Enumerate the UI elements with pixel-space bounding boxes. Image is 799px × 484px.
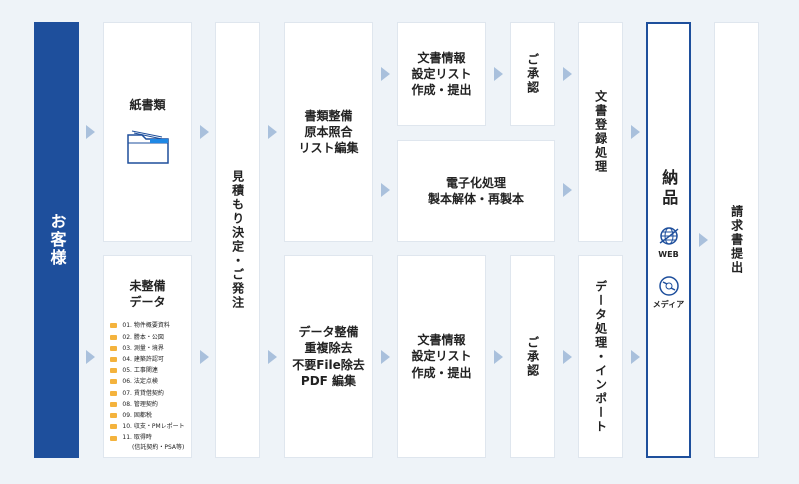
folder-icon [110, 379, 118, 385]
folder-item: 10. 収支・PMレポート [110, 421, 185, 432]
arrow-icon [86, 350, 95, 364]
folder-item: 07. 賃貸借契約 [110, 388, 184, 399]
folder-label: 05. 工事関連 [122, 367, 158, 375]
digitize-label: 電子化処理 製本解体・再製本 [427, 175, 524, 206]
folder-item: 08. 管理契約 [110, 399, 184, 410]
arrow-icon [631, 350, 640, 364]
estimate-box: 見積もり決定・ご発注 [215, 22, 260, 458]
doc-list-bottom-box: 文書情報 設定リスト 作成・提出 [397, 255, 486, 458]
register-label: 文書登録処理 [593, 90, 608, 174]
folder-icon [110, 390, 118, 396]
approval-bottom-box: ご承認 [510, 255, 555, 458]
folder-item: 01. 物件概要資料 [110, 320, 184, 331]
digitize-box: 電子化処理 製本解体・再製本 [397, 140, 555, 242]
web-label: WEB [658, 250, 679, 260]
data-clean-box: データ整備 重複除去 不要File除去 PDF 編集 [284, 255, 373, 458]
folder-icon [110, 401, 118, 407]
globe-icon [659, 227, 678, 245]
folder-icon [110, 413, 118, 419]
register-box: 文書登録処理 [578, 22, 623, 242]
media-label: メディア [652, 300, 685, 309]
doc-list-top-box: 文書情報 設定リスト 作成・提出 [397, 22, 486, 126]
folder-label: 08. 管理契約 [122, 400, 158, 408]
arrow-icon [563, 67, 572, 81]
arrow-icon [200, 350, 209, 364]
approval-bottom-label: ご承認 [525, 335, 540, 378]
invoice-label: 請求書提出 [729, 205, 744, 275]
import-label: データ処理・インポート [593, 279, 608, 434]
arrow-icon [494, 350, 503, 364]
folder-label: 01. 物件概要資料 [122, 322, 170, 330]
folder-item: 06. 法定点検 [110, 376, 184, 387]
folder-label: 04. 建築許認可 [122, 355, 164, 363]
arrow-icon [631, 125, 640, 139]
invoice-box: 請求書提出 [714, 22, 759, 458]
folder-item: 03. 測量・境界 [110, 343, 184, 354]
folder-item: 02. 謄本・公図 [110, 332, 184, 343]
folder-item: 09. 固都税 [110, 410, 184, 421]
arrow-icon [381, 183, 390, 197]
folder-label: 07. 賃貸借契約 [122, 389, 164, 397]
folder-label: 10. 収支・PMレポート [122, 423, 185, 431]
arrow-icon [699, 233, 708, 247]
arrow-icon [563, 183, 572, 197]
disc-icon [658, 276, 679, 296]
folder-icon [110, 424, 118, 430]
approval-top-label: ご承認 [525, 53, 540, 95]
arrow-icon [86, 125, 95, 139]
folder-label: 03. 測量・境界 [122, 344, 164, 352]
folder-list: 01. 物件概要資料 02. 謄本・公図 03. 測量・境界 04. 建築許認可 05.… [110, 320, 185, 443]
folder-icon [126, 130, 169, 164]
folder-item: 11. 取得時 [110, 432, 184, 443]
folder-item: 05. 工事関連 [110, 365, 184, 376]
folder-note: (信託契約・PSA等) [132, 443, 185, 451]
arrow-icon [494, 67, 503, 81]
arrow-icon [563, 350, 572, 364]
folder-icon [110, 368, 118, 374]
estimate-label: 見積もり決定・ご発注 [230, 170, 245, 310]
paper-label: 紙書類 [129, 97, 166, 112]
arrow-icon [268, 350, 277, 364]
folder-label: 06. 法定点検 [122, 378, 158, 386]
folder-label: 02. 謄本・公図 [122, 333, 164, 341]
doc-list-bottom-label: 文書情報 設定リスト 作成・提出 [411, 333, 472, 380]
arrow-icon [381, 350, 390, 364]
doc-check-label: 書類整備 原本照合 リスト編集 [298, 108, 359, 156]
unorganized-data-box: 未整備 データ 01. 物件概要資料 02. 謄本・公図 03. 測量・境界 04. … [103, 255, 192, 458]
doc-check-box: 書類整備 原本照合 リスト編集 [284, 22, 373, 242]
folder-icon [110, 323, 118, 329]
arrow-icon [381, 67, 390, 81]
import-box: データ処理・インポート [578, 255, 623, 458]
folder-icon [110, 334, 118, 340]
client-column: お客様 [34, 22, 79, 458]
folder-label: 11. 取得時 [122, 434, 152, 442]
delivery-label: 納品 [659, 169, 679, 210]
arrow-icon [268, 125, 277, 139]
approval-top-box: ご承認 [510, 22, 555, 126]
client-label: お客様 [47, 213, 67, 267]
folder-icon [110, 357, 118, 363]
folder-icon [110, 345, 118, 351]
folder-label: 09. 固都税 [122, 412, 152, 419]
unorganized-label: 未整備 データ [129, 279, 166, 310]
data-clean-label: データ整備 重複除去 不要File除去 PDF 編集 [292, 325, 365, 388]
delivery-box: 納品 WEB メディア [646, 22, 691, 458]
folder-item: 04. 建築許認可 [110, 354, 184, 365]
arrow-icon [200, 125, 209, 139]
folder-icon [110, 435, 118, 441]
doc-list-top-label: 文書情報 設定リスト 作成・提出 [411, 50, 472, 98]
paper-documents-box: 紙書類 [103, 22, 192, 242]
